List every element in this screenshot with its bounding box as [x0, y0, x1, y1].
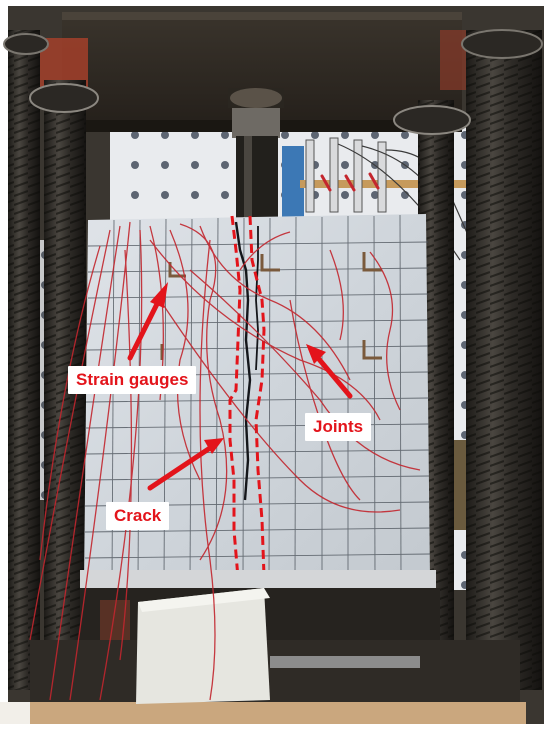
annotation-arrows: [127, 282, 353, 491]
crack-boundary-right: [248, 215, 266, 577]
strain-gauges-label: Strain gauges: [68, 366, 197, 394]
joints-label: Joints: [305, 413, 372, 441]
crack-label: Crack: [106, 502, 170, 530]
loading-columns: [3, 29, 543, 690]
crack-line: [234, 221, 252, 501]
gauge-wires: [29, 221, 421, 701]
support-block: [136, 588, 270, 704]
